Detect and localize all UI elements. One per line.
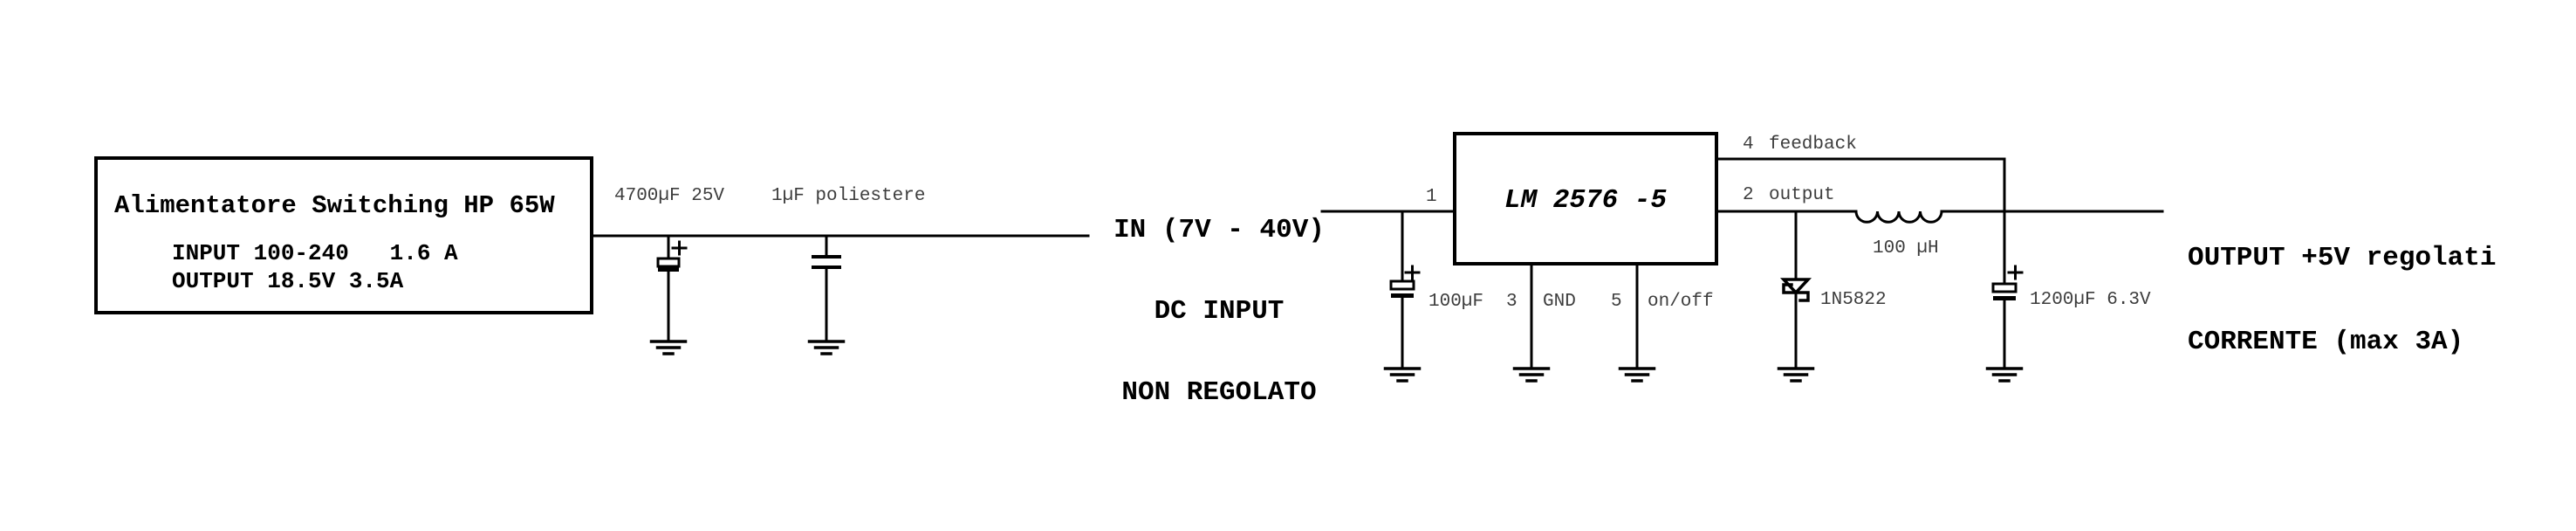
plus-sign-icon bbox=[671, 240, 688, 256]
ground-symbol bbox=[1512, 367, 1551, 383]
power-box-spec-output: OUTPUT 18.5V 3.5A bbox=[172, 268, 404, 294]
pin5-number: 5 bbox=[1611, 292, 1622, 312]
pin3-number: 3 bbox=[1506, 292, 1518, 312]
capacitor-1200uf bbox=[1985, 210, 2024, 383]
pin4-number: 4 bbox=[1743, 134, 1754, 155]
capacitor-plate-positive bbox=[1991, 282, 2018, 293]
capacitor-1uf-label: 1µF poliestere bbox=[771, 186, 926, 206]
pin5-onoff-wire bbox=[1618, 262, 1656, 383]
capacitor-4700uf-label: 4700µF 25V bbox=[614, 186, 725, 206]
plus-sign-icon bbox=[1404, 265, 1421, 280]
regulator-box bbox=[1453, 132, 1718, 266]
input-note: IN (7V - 40V) DC INPUT NON REGOLATO bbox=[1113, 162, 1325, 460]
capacitor-4700uf bbox=[649, 234, 688, 355]
capacitor-plate-positive bbox=[656, 257, 681, 268]
ground-symbol bbox=[1618, 367, 1656, 383]
output-note: OUTPUT +5V regolati CORRENTE (max 3A) bbox=[2188, 189, 2496, 412]
capacitor-plate-positive bbox=[1389, 279, 1415, 291]
pin2-name: output bbox=[1769, 185, 1835, 205]
regulator-name: LM 2576 -5 bbox=[1504, 185, 1668, 216]
pin4-name: feedback bbox=[1769, 134, 1857, 155]
wire-feedback bbox=[1715, 157, 2006, 213]
diode-label: 1N5822 bbox=[1820, 290, 1887, 310]
ground-symbol bbox=[1777, 367, 1815, 383]
ground-symbol bbox=[807, 340, 846, 355]
capacitor-plate-negative bbox=[1391, 293, 1414, 298]
pin3-gnd-wire bbox=[1512, 262, 1551, 383]
schottky-diode bbox=[1777, 210, 1815, 383]
capacitor-plate-negative bbox=[658, 267, 679, 272]
input-note-line2: DC INPUT bbox=[1154, 296, 1285, 327]
output-note-line1: OUTPUT +5V regolati bbox=[2188, 243, 2497, 273]
plus-sign-icon bbox=[2007, 265, 2024, 280]
pin1-number: 1 bbox=[1426, 187, 1437, 207]
output-note-line2: CORRENTE (max 3A) bbox=[2188, 327, 2464, 357]
capacitor-100uf bbox=[1383, 210, 1422, 383]
pin5-name: on/off bbox=[1648, 292, 1714, 312]
inductor-coil bbox=[1854, 210, 1943, 224]
capacitor-1uf bbox=[807, 234, 846, 355]
ground-symbol bbox=[649, 340, 688, 355]
power-box-spec-input: INPUT 100-240 1.6 A bbox=[172, 240, 458, 266]
capacitor-100uf-label: 100µF bbox=[1428, 292, 1484, 312]
capacitor-plate-negative bbox=[1993, 296, 2016, 300]
pin2-number: 2 bbox=[1743, 185, 1754, 205]
ground-symbol bbox=[1383, 367, 1422, 383]
inductor-label: 100 µH bbox=[1873, 238, 1939, 259]
input-note-line3: NON REGOLATO bbox=[1121, 377, 1317, 408]
pin3-name: GND bbox=[1543, 292, 1576, 312]
input-note-line1: IN (7V - 40V) bbox=[1113, 215, 1325, 245]
ground-symbol bbox=[1985, 367, 2024, 383]
power-box-title: Alimentatore Switching HP 65W bbox=[114, 191, 555, 220]
capacitor-1200uf-label: 1200µF 6.3V bbox=[2030, 290, 2151, 310]
